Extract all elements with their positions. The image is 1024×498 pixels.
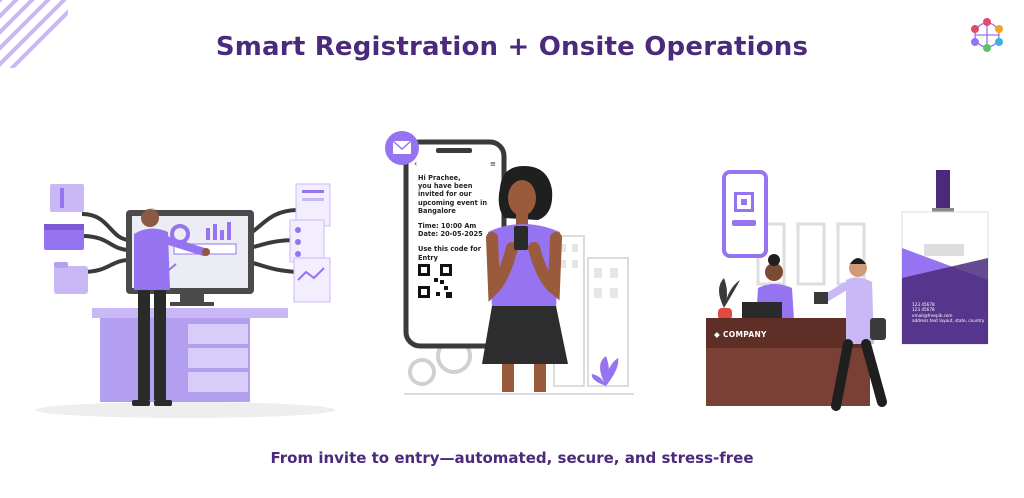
chart-icon [206,222,231,240]
logo-network-icon [971,18,1003,52]
qr-code-icon [418,264,452,298]
invite-message: Hi Prachee,you have been invited for our… [418,174,500,269]
badge-line: address text layout, state, country [912,318,985,324]
back-arrow-icon: ‹ [414,159,417,168]
reception-illustration [706,170,989,411]
phone-invite-illustration: ‹ ≡ [385,131,634,395]
dashboard-illustration [35,183,335,418]
badge-details: 123 45678 123 45678 email@freepik.com ad… [912,302,984,324]
decorative-stripes [0,0,68,68]
company-desk-label: ◆ COMPANY [714,330,767,339]
invite-body: you have been invited for our upcoming e… [418,182,488,215]
invite-time: Time: 10:00 Am [418,222,477,231]
page-title: Smart Registration + Onsite Operations [215,32,809,62]
tagline: From invite to entry—automated, secure, … [270,449,754,467]
folder-icon [54,262,88,294]
plant-icon [591,356,619,386]
badge-line: 123 45678 [912,302,935,307]
company-label-text: COMPANY [722,330,767,339]
invite-instruction: Use this code for Entry [418,245,481,262]
badge-line: 123 45678 [912,307,935,313]
menu-icon: ≡ [490,160,496,168]
invite-date: Date: 20-05-2025 [418,230,483,239]
badge-line: email@freepik.com [912,312,953,318]
invite-greeting: Hi Prachee, [418,174,461,182]
